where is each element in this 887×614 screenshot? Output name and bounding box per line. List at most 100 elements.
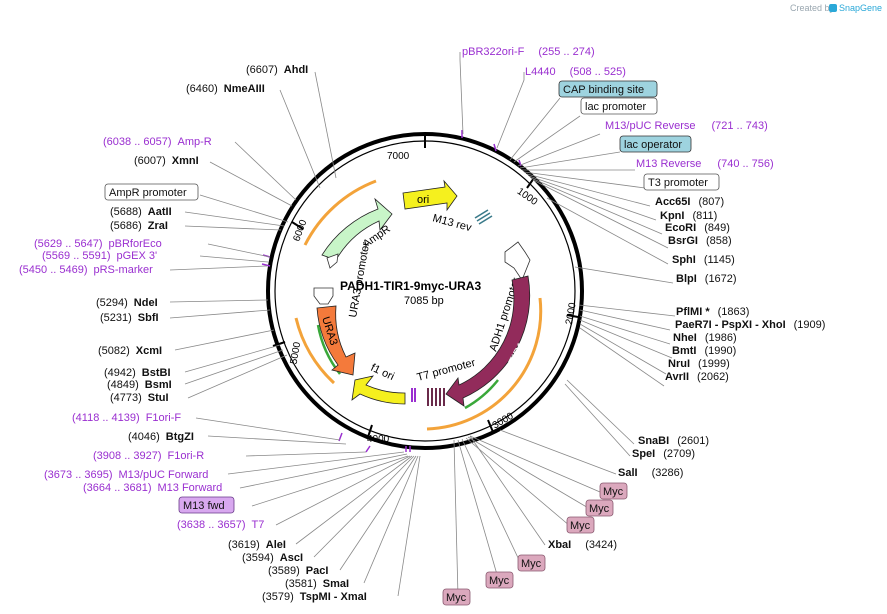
label-pbr322ori-f: pBR322ori-F(255 .. 274) [462, 46, 595, 58]
tick-label-5000: 5000 [289, 341, 304, 365]
label-bmti: BmtI(1990) [672, 345, 736, 357]
adh1-promoter-feature [504, 241, 531, 281]
label-nhei: NheI(1986) [673, 332, 737, 344]
tick-label-2000: 2000 [564, 301, 579, 325]
myc-box [485, 571, 514, 589]
label-lac-operator: lac operator [624, 139, 682, 151]
myc-box [566, 516, 595, 534]
ampr-promoter-feature [326, 253, 339, 269]
label-lac-promoter: lac promoter [585, 101, 646, 113]
label-l4440: L4440(508 .. 525) [525, 66, 626, 78]
plasmid-size: 7085 bp [404, 295, 444, 307]
cap-binding-site-box [558, 80, 658, 98]
snapgene-logo-icon [829, 4, 837, 12]
label-nrui: NruI(1999) [668, 358, 730, 370]
myc-label: Myc [570, 520, 591, 532]
m13-rev-label: M13 rev [431, 212, 473, 234]
label-zrai: (5686)ZraI [110, 220, 168, 232]
myc-tags: Myc Myc Myc Myc Myc Myc [442, 482, 628, 606]
label-kpni: KpnI(811) [660, 210, 717, 222]
label-paer7i-pspxi-xhoi: PaeR7I - PspXI - XhoI(1909) [675, 319, 825, 331]
ostir1-green-arc [464, 379, 499, 410]
label-xbai: XbaI(3424) [548, 539, 617, 551]
f1-ori-label: f1 ori [369, 362, 396, 383]
label-snabi: SnaBI(2601) [638, 435, 709, 447]
label-sphi: SphI(1145) [672, 254, 735, 266]
myc-label: Myc [521, 558, 542, 570]
label-prs-marker: (5450 .. 5469)pRS-marker [19, 264, 153, 276]
lac-operator-box [619, 135, 692, 153]
myc-leader-lines [453, 435, 601, 597]
ori-label: ori [417, 194, 429, 206]
label-bsrgi: BsrGI(858) [668, 235, 732, 247]
label-spei: SpeI(2709) [632, 448, 695, 460]
label-bstbi: (4942)BstBI [104, 367, 171, 379]
left-leader-lines [169, 71, 421, 597]
tick-marks [272, 134, 579, 438]
label-m13-puc-forward: (3673 .. 3695)M13/pUC Forward [44, 469, 208, 481]
left-feature-labels: (6607)AhdI (6460)NmeAIII (6038 .. 6057)A… [19, 64, 367, 603]
label-t3-promoter: T3 promoter [648, 177, 708, 189]
myc-label: Myc [603, 486, 624, 498]
label-aatii: (5688)AatII [110, 206, 172, 218]
label-m13-fwd: M13 fwd [183, 500, 225, 512]
myc-box [517, 554, 546, 572]
label-f1ori-r: (3908 .. 3927)F1ori-R [93, 450, 204, 462]
tick-label-7000: 7000 [387, 151, 410, 162]
ura3-orange-arc [294, 317, 336, 385]
ampr-feature [321, 197, 393, 261]
t7-promoter-feature [427, 388, 445, 406]
label-xcmi: (5082)XcmI [98, 345, 162, 357]
label-m13-puc-reverse: M13/pUC Reverse(721 .. 743) [605, 120, 768, 132]
label-m13-forward: (3664 .. 3681)M13 Forward [83, 482, 222, 494]
myc-box [599, 482, 628, 500]
myc-label: Myc [446, 592, 467, 604]
label-sbfi: (5231)SbfI [100, 312, 159, 324]
ura3-promoter-feature [313, 287, 334, 305]
ampr-promoter-box [104, 183, 199, 201]
label-alei: (3619)AleI [228, 539, 286, 551]
label-amp-r: (6038 .. 6057)Amp-R [103, 136, 212, 148]
label-pflmi: PflMI *(1863) [676, 306, 749, 318]
label-cap-binding-site: CAP binding site [563, 84, 644, 96]
label-xmni: (6007)XmnI [134, 155, 199, 167]
label-tspmi-xmai: (3579)TspMI - XmaI [262, 591, 367, 603]
t3-promoter-box [643, 173, 720, 191]
label-stui: (4773)StuI [110, 392, 169, 404]
myc-box [585, 499, 614, 517]
label-acc65i: Acc65I(807) [655, 196, 724, 208]
m13-rev-marks [474, 209, 493, 225]
label-nmeaiii: (6460)NmeAIII [186, 83, 265, 95]
label-smai: (3581)SmaI [285, 578, 349, 590]
plasmid-title: PADH1-TIR1-9myc-URA3 [340, 279, 481, 293]
label-ecori: EcoRI(849) [665, 222, 730, 234]
myc-box [442, 588, 471, 606]
label-btgzi: (4046)BtgZI [128, 431, 194, 443]
label-pbrforeco: (5629 .. 5647)pBRforEco [34, 238, 162, 250]
brand-name: SnapGene [839, 3, 882, 13]
myc-label: Myc [489, 575, 510, 587]
brand-prefix: Created by [790, 3, 835, 13]
ostir1-orange-arc [426, 297, 543, 431]
right-leader-lines [459, 52, 676, 546]
m13-fwd-box [178, 496, 235, 514]
ostir1-feature [445, 275, 531, 407]
label-m13-reverse: M13 Reverse(740 .. 756) [636, 158, 774, 170]
label-bsmi: (4849)BsmI [107, 379, 172, 391]
myc-label: Myc [589, 503, 610, 515]
label-ahdi: (6607)AhdI [246, 64, 308, 76]
right-feature-labels: pBR322ori-F(255 .. 274) L4440(508 .. 525… [462, 46, 825, 551]
m13-fwd-marks [411, 388, 416, 402]
label-t7: (3638 .. 3657)T7 [177, 519, 264, 531]
ori-feature [402, 179, 458, 212]
label-paci: (3589)PacI [268, 565, 328, 577]
label-f1ori-f: (4118 .. 4139)F1ori-F [72, 412, 181, 424]
ampr-orange-arc [303, 179, 377, 246]
t7-promoter-label: T7 promoter [416, 357, 477, 384]
tick-label-4000: 4000 [367, 434, 390, 445]
label-ampr-promoter: AmpR promoter [109, 187, 187, 199]
ura3-feature [316, 305, 356, 376]
label-blpi: BlpI(1672) [676, 273, 737, 285]
label-ndei: (5294)NdeI [96, 297, 158, 309]
